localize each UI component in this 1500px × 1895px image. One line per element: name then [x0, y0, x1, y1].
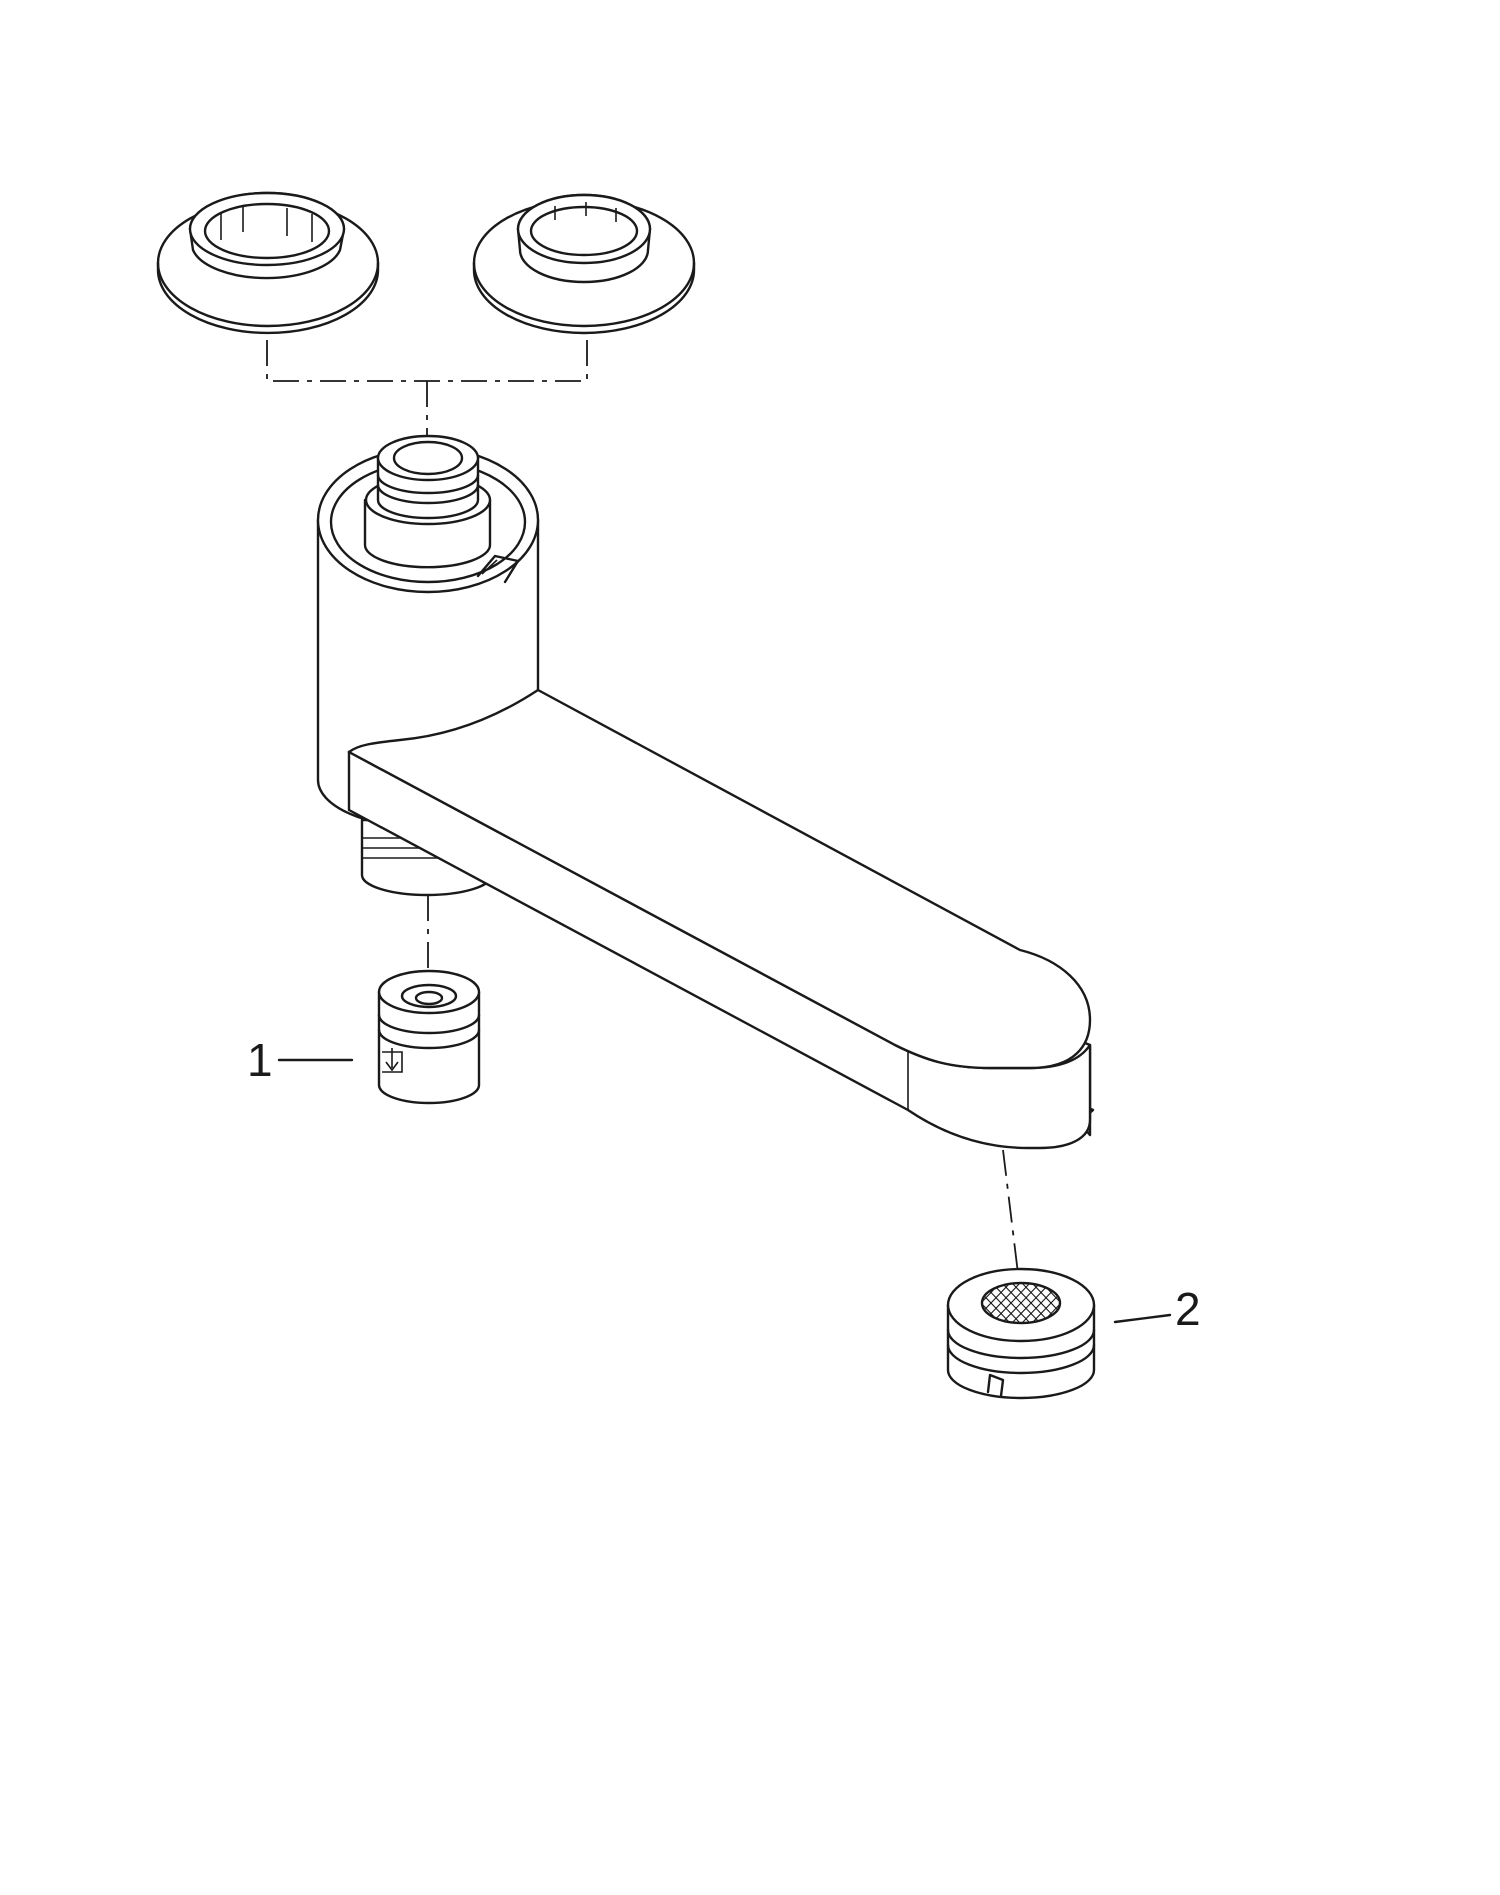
aerator-mesh	[982, 1283, 1060, 1323]
callout-1: 1	[247, 1034, 354, 1086]
callout-1-label: 1	[247, 1034, 273, 1086]
assembly-lines	[266, 340, 1021, 1291]
rosette-left	[156, 191, 380, 335]
part-2-aerator	[946, 1267, 1096, 1400]
part-1-insert	[377, 969, 481, 1105]
callout-2-label: 2	[1175, 1283, 1201, 1335]
rosette-right	[472, 193, 696, 335]
callout-2: 2	[1113, 1283, 1201, 1335]
spout-body	[316, 434, 1095, 1150]
